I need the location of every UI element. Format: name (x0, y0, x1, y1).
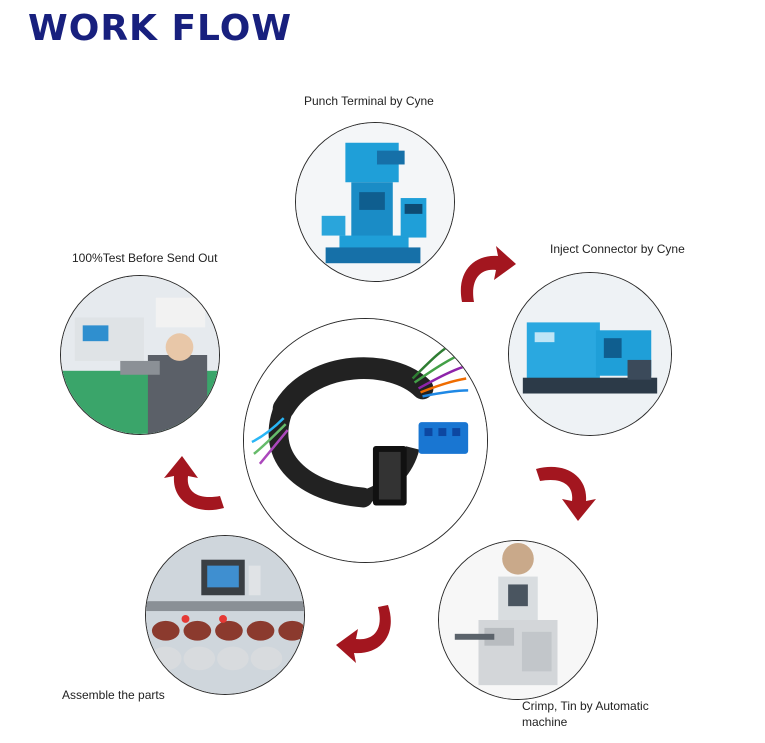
flow-arrow-2 (530, 455, 600, 525)
crimping-machine-image (438, 540, 598, 700)
flow-arrow-1 (450, 242, 520, 312)
flow-arrow-3 (332, 595, 402, 665)
punch-press-machine-image (295, 122, 455, 282)
assembly-board-image (145, 535, 305, 695)
step-label-crimp-tin: Crimp, Tin by Automatic (522, 699, 649, 713)
wire-harness-image (243, 318, 488, 563)
flow-arrow-4 (160, 450, 230, 520)
testing-station-image (60, 275, 220, 435)
injection-molding-machine-image (508, 272, 672, 436)
step-label-assemble: Assemble the parts (62, 688, 165, 702)
step-label-inject-connector: Inject Connector by Cyne (550, 242, 685, 256)
step-label-punch-terminal: Punch Terminal by Cyne (304, 94, 434, 108)
step-label-test: 100%Test Before Send Out (72, 251, 218, 265)
step-label-crimp-tin-line2: machine (522, 715, 568, 729)
page-title: WORK FLOW (28, 8, 293, 49)
